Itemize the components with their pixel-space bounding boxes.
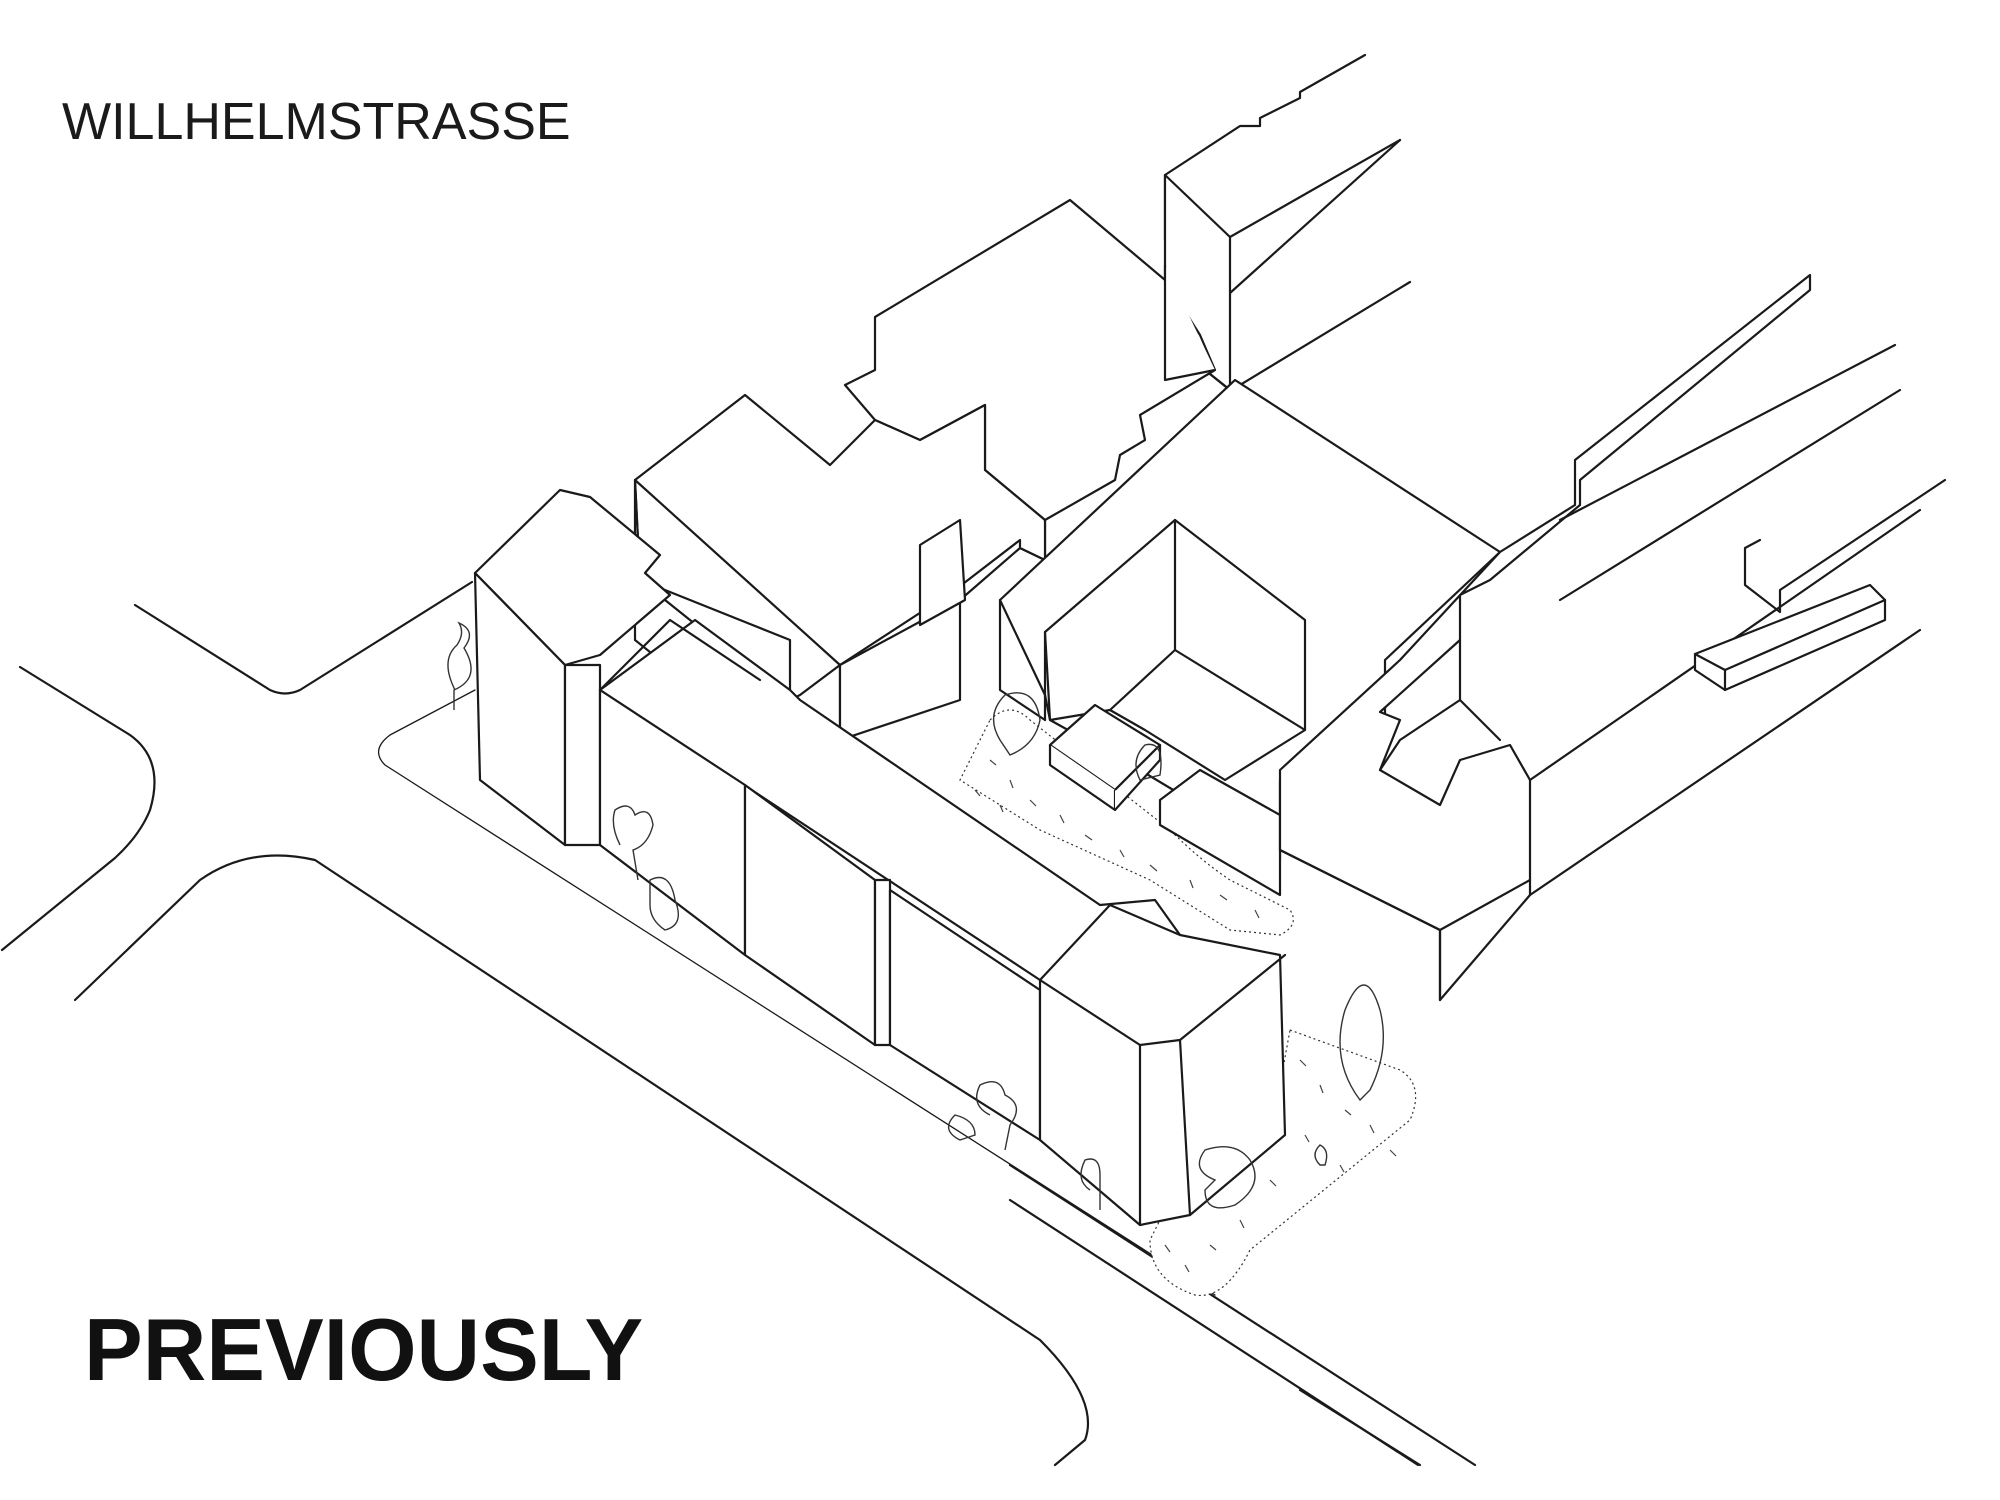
front-building (473, 488, 1287, 1227)
ground-texture (974, 759, 1397, 1273)
courtyard-building (998, 378, 1502, 897)
street-name-label: WILLHELMSTRASSE (62, 93, 571, 151)
l-shaped-building (1278, 273, 1947, 1002)
green-areas (959, 709, 1417, 1297)
state-title: PREVIOUSLY (84, 1300, 644, 1399)
street-network (0, 580, 1477, 1467)
trees (447, 621, 1384, 1210)
